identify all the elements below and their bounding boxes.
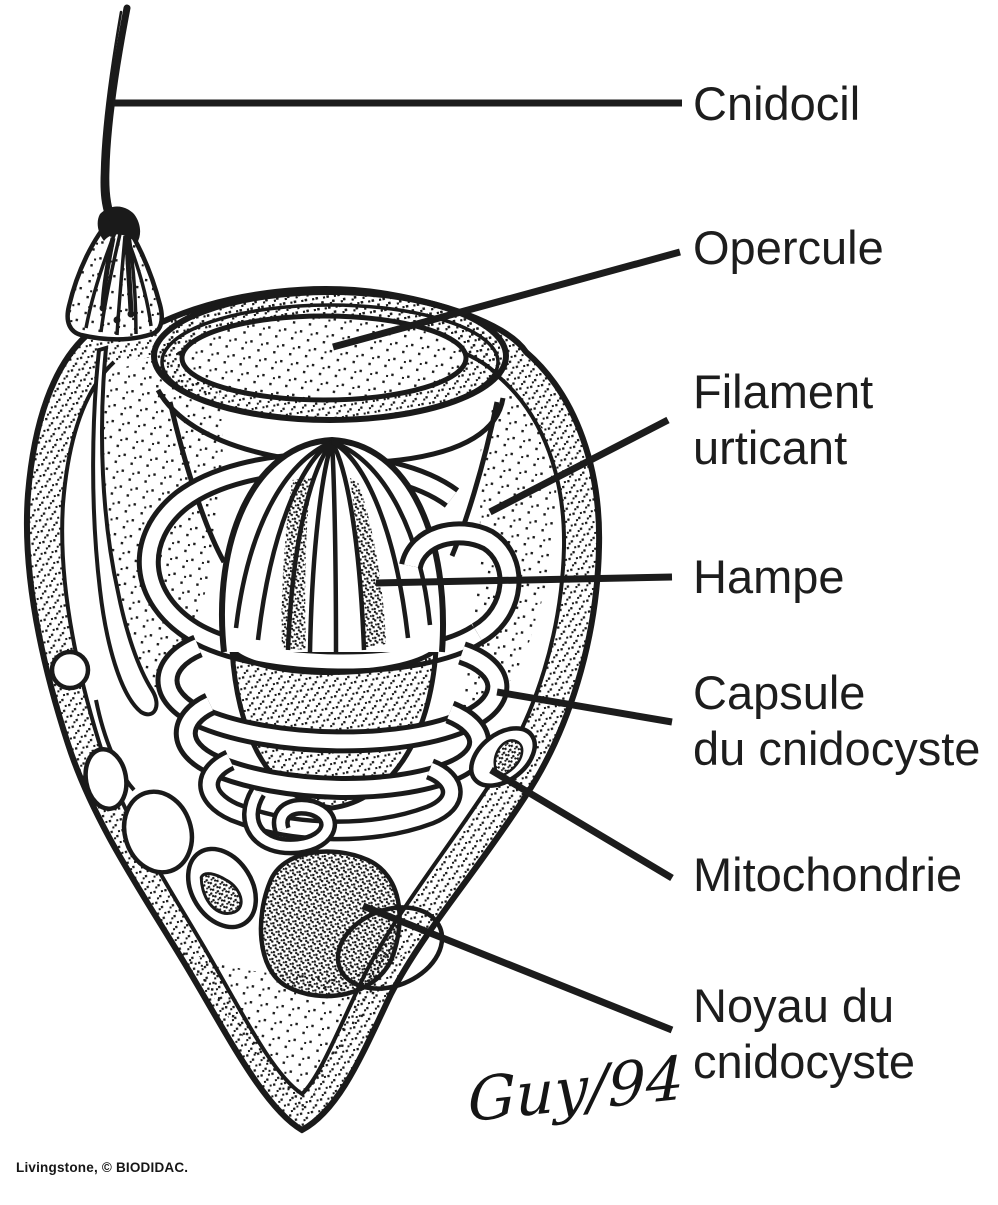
cnidocil-whip <box>100 4 131 224</box>
label-filament-urticant: Filament urticant <box>693 364 873 476</box>
leader-capsule <box>496 688 673 726</box>
label-hampe: Hampe <box>693 549 845 605</box>
leader-noyau <box>361 902 674 1034</box>
label-line: Capsule <box>693 666 866 719</box>
opercule-disc <box>179 313 469 403</box>
leader-hampe <box>375 573 673 587</box>
label-line: Filament <box>693 365 874 418</box>
label-capsule-du-cnidocyste: Capsule du cnidocyste <box>693 665 980 777</box>
label-line: cnidocyste <box>693 1035 916 1088</box>
vesicles <box>49 649 195 875</box>
label-line: Mitochondrie <box>693 848 963 901</box>
mitochondrion-left <box>185 846 259 930</box>
cnidocil-base-tuft <box>65 206 164 342</box>
label-opercule: Opercule <box>693 220 884 276</box>
label-line: du cnidocyste <box>693 722 981 775</box>
leader-mitochondrie <box>489 766 674 882</box>
leader-lines <box>113 99 682 1034</box>
label-line: Hampe <box>693 550 845 603</box>
leader-filament <box>488 416 670 516</box>
capsule-lower-bowl <box>229 643 439 811</box>
label-line: Cnidocil <box>693 77 861 130</box>
label-line: urticant <box>693 421 848 474</box>
label-noyau-du-cnidocyste: Noyau du cnidocyste <box>693 978 915 1090</box>
label-mitochondrie: Mitochondrie <box>693 847 962 903</box>
credit-text: Livingstone, © BIODIDAC. <box>16 1160 189 1175</box>
hampe-dome <box>218 436 446 653</box>
label-cnidocil: Cnidocil <box>693 76 860 132</box>
label-line: Opercule <box>693 221 884 274</box>
label-line: Noyau du <box>693 979 895 1032</box>
leader-opercule <box>332 248 681 351</box>
cnidocyst-capsule <box>151 289 509 564</box>
